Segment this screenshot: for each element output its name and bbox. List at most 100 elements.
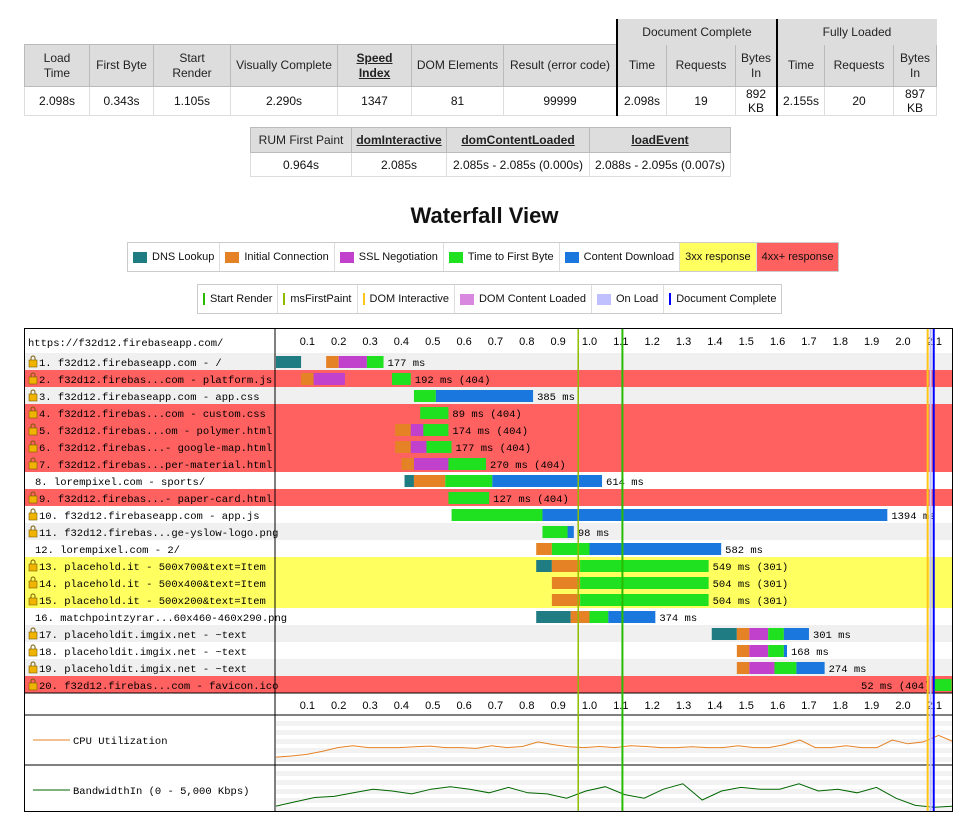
lock-icon: [30, 576, 36, 581]
header-full-time: Time: [776, 44, 825, 87]
table-row-bg: [25, 557, 952, 574]
legend-item-ssl-negotiation: SSL Negotiation: [335, 243, 444, 271]
tick-label-bottom: 1.7: [801, 700, 816, 712]
legend-item-initial-connection: Initial Connection: [220, 243, 335, 271]
tick-label-top: 1.8: [833, 336, 848, 348]
legend-label: DOM Interactive: [369, 293, 449, 305]
tick-label-top: 0.8: [519, 336, 534, 348]
rum-table: RUM First Paint domInteractive domConten…: [250, 127, 731, 177]
table-row-bg: [25, 455, 952, 472]
request-label: 18. placeholdit.imgix.net - ~text: [39, 647, 247, 659]
header-doc-requests: Requests: [666, 44, 736, 87]
lock-icon: [28, 495, 38, 504]
request-label: 19. placeholdit.imgix.net - ~text: [39, 664, 247, 676]
header-load-event[interactable]: loadEvent: [589, 127, 731, 153]
tick-label-bottom: 0.4: [394, 700, 409, 712]
tick-label-bottom: 0.3: [362, 700, 377, 712]
legend-swatch: [203, 293, 205, 305]
request-duration: 192 ms (404): [415, 375, 491, 387]
header-start-render: Start Render: [153, 44, 231, 87]
value-dom-elements: 81: [411, 86, 504, 116]
lock-icon: [28, 631, 38, 640]
request-bar-conn: [395, 424, 411, 436]
request-bar-dns: [276, 356, 302, 368]
header-speed-index[interactable]: Speed Index: [337, 44, 412, 87]
tick-label-bottom: 1.1: [613, 700, 628, 712]
request-bar-dl: [435, 390, 534, 402]
legend-label: On Load: [615, 293, 659, 305]
legend-item-4xx-response: 4xx+ response: [756, 243, 839, 271]
tick-label-bottom: 1.2: [645, 700, 660, 712]
cpu-label: CPU Utilization: [73, 736, 168, 748]
request-label: 11. f32d12.firebas...ge-yslow-logo.png: [39, 528, 278, 540]
legend-item-content-download: Content Download: [560, 243, 681, 271]
request-bar-dl: [542, 509, 888, 521]
request-bar-conn: [551, 594, 581, 606]
graph-grid: [276, 807, 952, 811]
header-full-bytes: Bytes In: [893, 44, 937, 87]
request-bar-ttfb: [451, 509, 543, 521]
lock-icon: [30, 644, 36, 649]
request-bar-conn: [301, 373, 314, 385]
request-duration: 374 ms: [659, 613, 697, 625]
tick-label-bottom: 0.6: [456, 700, 471, 712]
bw-series-line: [275, 783, 952, 808]
lock-icon: [28, 461, 38, 470]
request-label: 5. f32d12.firebas...om - polymer.html: [39, 426, 272, 438]
legend-label: SSL Negotiation: [358, 251, 438, 263]
request-label: 12. lorempixel.com - 2/: [35, 545, 180, 557]
request-bar-dl: [796, 662, 825, 674]
tick-label-top: 2.0: [895, 336, 910, 348]
tick-label-top: 1.9: [864, 336, 879, 348]
legend-swatch: [669, 293, 672, 305]
lock-icon: [30, 559, 36, 564]
tick-label-bottom: 0.7: [488, 700, 503, 712]
tick-label-bottom: 1.8: [833, 700, 848, 712]
request-bar-dns: [404, 475, 414, 487]
lock-icon: [28, 563, 38, 572]
request-bar-dns: [711, 628, 737, 640]
request-label: 9. f32d12.firebas...- paper-card.html: [39, 494, 272, 506]
legend-item-msfirstpaint: msFirstPaint: [278, 285, 358, 313]
lock-icon: [30, 457, 36, 462]
request-duration: 1394 ms: [891, 511, 935, 523]
graph-grid: [276, 789, 952, 794]
request-duration: 614 ms: [606, 477, 644, 489]
request-bar-ttfb: [542, 526, 568, 538]
value-doc-requests: 19: [666, 86, 736, 116]
table-row-bg: [25, 523, 952, 540]
tick-label-bottom: 2.0: [895, 700, 910, 712]
lock-icon: [30, 508, 36, 513]
header-dom-elements: DOM Elements: [411, 44, 504, 87]
request-bar-ttfb: [391, 373, 411, 385]
tick-label-bottom: 1.5: [739, 700, 754, 712]
request-bar-ttfb: [448, 458, 487, 470]
legend-swatch: [283, 293, 286, 305]
value-result: 99999: [503, 86, 618, 116]
request-bar-ssl: [410, 424, 424, 436]
legend-item-dom-content-loaded: DOM Content Loaded: [455, 285, 592, 313]
value-first-byte: 0.343s: [89, 86, 154, 116]
table-row-bg: [25, 642, 952, 659]
tick-label-bottom: 0.2: [331, 700, 346, 712]
header-doc-bytes: Bytes In: [735, 44, 778, 87]
legend-swatch: [362, 293, 365, 305]
graph-grid: [276, 798, 952, 803]
lock-icon: [28, 580, 38, 589]
request-bar-ttfb: [448, 492, 490, 504]
value-load-event: 2.088s - 2.095s (0.007s): [589, 152, 731, 177]
request-duration: 174 ms (404): [452, 426, 528, 438]
legend-label: DOM Content Loaded: [478, 293, 586, 305]
header-dom-content-loaded[interactable]: domContentLoaded: [446, 127, 590, 153]
header-dom-interactive[interactable]: domInteractive: [351, 127, 447, 153]
request-bar-ssl: [749, 628, 769, 640]
legend-item-on-load: On Load: [592, 285, 665, 313]
request-duration: 52 ms (404): [861, 681, 930, 693]
request-bar-dl: [608, 611, 656, 623]
request-bar-conn: [536, 543, 552, 555]
value-full-bytes: 897 KB: [893, 86, 937, 116]
legend-item-start-render: Start Render: [198, 285, 279, 313]
tick-label-bottom: 0.1: [300, 700, 315, 712]
